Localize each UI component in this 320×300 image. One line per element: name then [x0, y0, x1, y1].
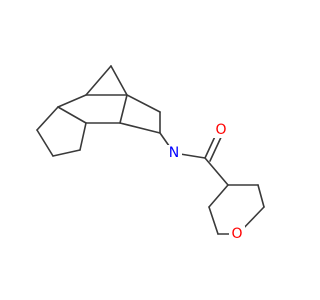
- bond: [85, 65, 112, 96]
- bond: [79, 122, 87, 151]
- atom-layer: N O O: [166, 122, 245, 242]
- bond-layer: [36, 65, 265, 235]
- bond: [257, 184, 265, 208]
- bond: [119, 94, 128, 124]
- bond: [204, 157, 229, 186]
- bond: [57, 106, 87, 124]
- structure-canvas: N O O: [36, 65, 265, 242]
- bond: [36, 106, 59, 131]
- bond: [126, 94, 161, 113]
- bond: [57, 94, 87, 108]
- atom-oxygen-ring: O: [229, 226, 245, 242]
- atom-label-o-carbonyl: O: [215, 122, 226, 138]
- atom-label-o-ring: O: [231, 226, 242, 242]
- molecule-diagram: N O O: [36, 65, 265, 242]
- atom-label-n: N: [169, 145, 179, 161]
- bond: [208, 206, 219, 235]
- bond: [36, 129, 54, 157]
- bond: [52, 149, 81, 157]
- atom-nitrogen: N: [166, 145, 182, 161]
- atom-oxygen-carbonyl: O: [213, 122, 229, 138]
- bond: [110, 65, 128, 96]
- bond: [119, 122, 161, 134]
- bond: [208, 184, 229, 208]
